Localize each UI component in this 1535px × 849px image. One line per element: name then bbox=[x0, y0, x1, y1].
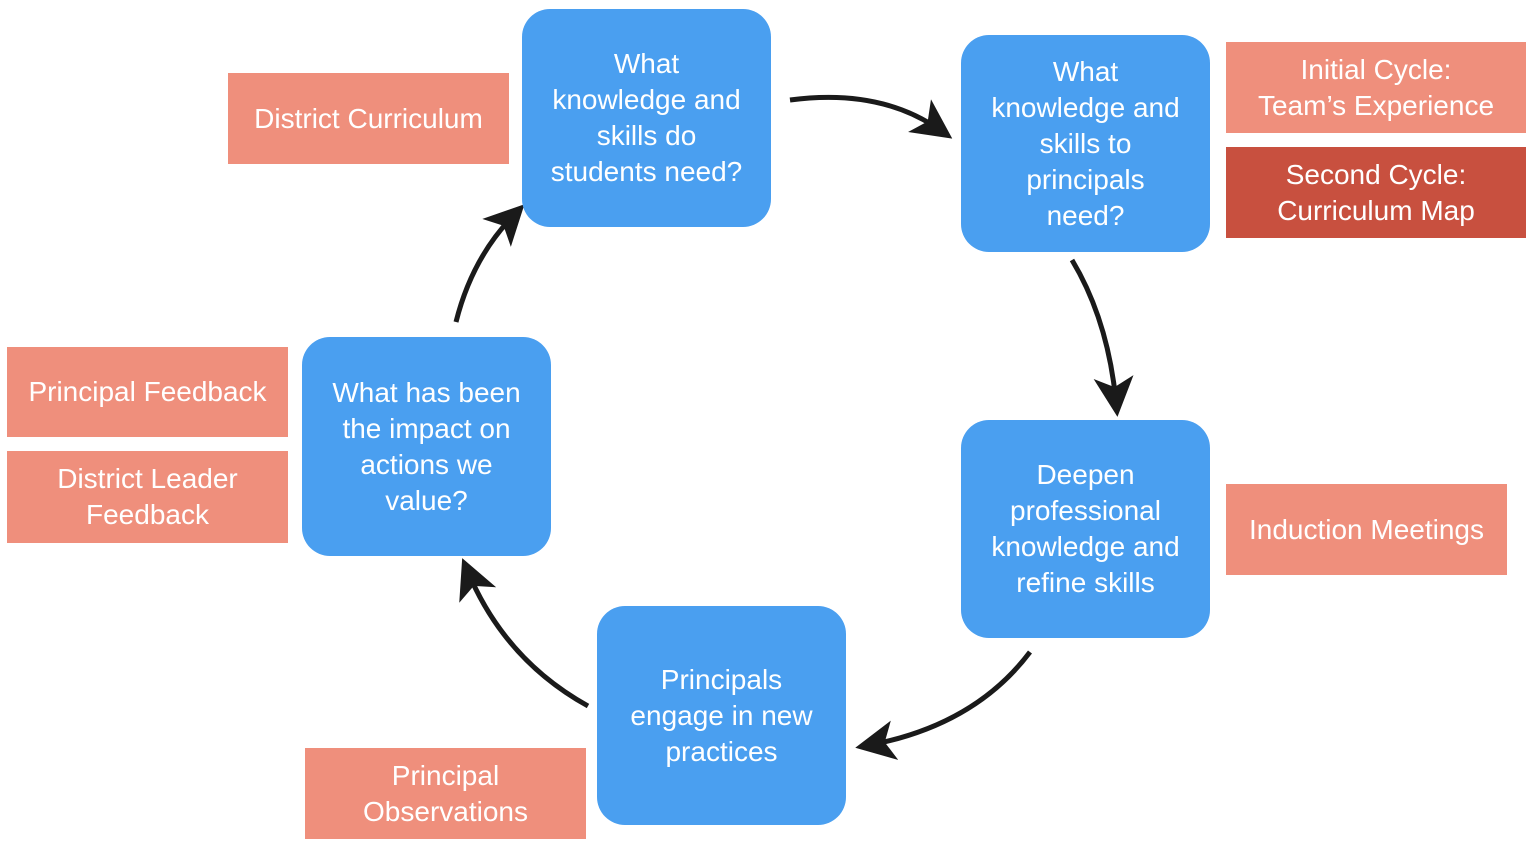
tag-second-cycle-text: Second Cycle: Curriculum Map bbox=[1277, 158, 1475, 226]
arrow-deepen-to-engage bbox=[855, 650, 1032, 760]
tag-principal-feedback-text: Principal Feedback bbox=[28, 376, 267, 407]
node-engage-practices-text: Principals engage in new practices bbox=[630, 663, 813, 767]
tag-principal-observations-text: Principal Observations bbox=[363, 759, 528, 827]
tag-district-leader-feedback: District Leader Feedback bbox=[7, 451, 288, 543]
arrow-principals-to-deepen bbox=[1069, 258, 1134, 417]
tag-district-curriculum: District Curriculum bbox=[228, 73, 509, 164]
tag-induction-meetings: Induction Meetings bbox=[1226, 484, 1507, 575]
arrow-students-to-principals bbox=[789, 94, 953, 139]
node-deepen-knowledge: Deepen professional knowledge and refine… bbox=[961, 420, 1210, 638]
arrow-engage-to-impact bbox=[459, 558, 590, 709]
tag-district-curriculum-text: District Curriculum bbox=[254, 102, 483, 134]
tag-principal-feedback: Principal Feedback bbox=[7, 347, 288, 437]
node-students-need-text: What knowledge and skills do students ne… bbox=[550, 48, 743, 187]
node-principals-need: What knowledge and skills to principals … bbox=[961, 35, 1210, 252]
arrow-impact-to-students bbox=[453, 204, 525, 323]
node-principals-need-text: What knowledge and skills to principals … bbox=[991, 55, 1180, 231]
tag-district-leader-feedback-text: District Leader Feedback bbox=[57, 463, 238, 530]
tag-induction-meetings-text: Induction Meetings bbox=[1248, 513, 1485, 545]
tag-initial-cycle-text: Initial Cycle: Team’s Experience bbox=[1257, 53, 1495, 121]
node-students-need: What knowledge and skills do students ne… bbox=[522, 9, 771, 227]
tag-principal-observations: Principal Observations bbox=[305, 748, 586, 839]
node-deepen-knowledge-text: Deepen professional knowledge and refine… bbox=[991, 459, 1180, 598]
tag-second-cycle: Second Cycle: Curriculum Map bbox=[1226, 147, 1526, 238]
node-engage-practices: Principals engage in new practices bbox=[597, 606, 846, 825]
tag-initial-cycle: Initial Cycle: Team’s Experience bbox=[1226, 42, 1526, 133]
node-impact: What has been the impact on actions we v… bbox=[302, 337, 551, 556]
node-impact-text: What has been the impact on actions we v… bbox=[332, 376, 521, 516]
